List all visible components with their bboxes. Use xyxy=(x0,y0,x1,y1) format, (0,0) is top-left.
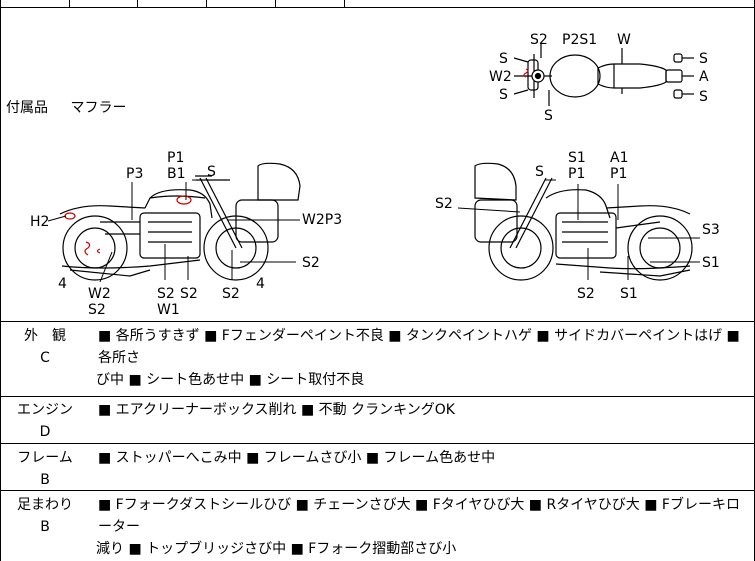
section-notes: ■ Fフォークダストシールひび ■ チェーンさび大 ■ Fタイヤひび大 ■ Rタ… xyxy=(96,494,749,560)
callout: S2 xyxy=(530,32,548,48)
notes-line: ■ Fフォークダストシールひび ■ チェーンさび大 ■ Fタイヤひび大 ■ Rタ… xyxy=(98,497,740,535)
callout: P1 xyxy=(610,166,627,182)
section-notes: ■ ストッパーへこみ中 ■ フレームさび小 ■ フレーム色あせ中 xyxy=(98,447,749,469)
callout: P3 xyxy=(126,166,143,182)
callout: S xyxy=(499,51,508,67)
section-grade: B xyxy=(40,472,50,488)
right-side-leader-lines xyxy=(457,179,700,280)
callout: W2P3 xyxy=(302,212,342,228)
left-side-damage-marks xyxy=(64,195,192,256)
callout: S xyxy=(544,108,553,124)
notes-line: ■ ストッパーへこみ中 ■ フレームさび小 ■ フレーム色あせ中 xyxy=(98,450,496,466)
callout: S2 xyxy=(435,196,453,212)
callout: S2 xyxy=(222,286,240,302)
right-side-motorcycle xyxy=(474,162,693,281)
callout: W xyxy=(617,32,631,48)
section-notes: ■ 各所うすきず ■ Fフェンダーペイント不良 ■ タンクペイントハゲ ■ サイ… xyxy=(96,325,749,391)
callout: S1 xyxy=(702,255,720,271)
section-name: エンジン xyxy=(17,402,73,418)
divider xyxy=(0,396,755,397)
callout: S3 xyxy=(702,222,720,238)
section-label: フレーム B xyxy=(0,447,90,491)
callout: A xyxy=(699,69,709,85)
callout: S xyxy=(699,89,708,105)
callout: S xyxy=(699,51,708,67)
top-view-motorcycle xyxy=(513,44,694,106)
notes-line: ■ エアクリーナーボックス削れ ■ 不動 クランキングOK xyxy=(98,402,455,418)
callout: B1 xyxy=(167,166,186,182)
section-grade: C xyxy=(40,350,50,366)
divider xyxy=(0,490,755,491)
left-border xyxy=(0,321,1,561)
accessory-value: マフラー xyxy=(70,100,127,116)
callout: A1 xyxy=(610,150,628,166)
callout: P1 xyxy=(568,166,585,182)
callout: P1 xyxy=(167,150,184,166)
callout: S1 xyxy=(620,286,638,302)
notes-line: ■ 各所うすきず ■ Fフェンダーペイント不良 ■ タンクペイントハゲ ■ サイ… xyxy=(98,328,740,366)
section-name: 足まわり xyxy=(17,497,73,513)
callout: 4 xyxy=(256,276,265,292)
section-grade: D xyxy=(39,424,51,440)
callout: S2 xyxy=(88,302,106,318)
top-table-edge xyxy=(0,0,755,8)
callout: S xyxy=(499,87,508,103)
section-name: フレーム xyxy=(17,450,73,466)
callout: W1 xyxy=(157,302,180,318)
callout: P2S1 xyxy=(562,32,597,48)
section-label: 足まわり B xyxy=(0,494,90,538)
notes-line: 減り ■ トップブリッジさび中 ■ Fフォーク摺動部さび小 xyxy=(96,541,457,557)
damage-diagram-area: 付属品 マフラー xyxy=(0,8,755,321)
left-side-motorcycle xyxy=(59,162,301,281)
section-notes: ■ エアクリーナーボックス削れ ■ 不動 クランキングOK xyxy=(98,399,749,421)
left-side-leader-lines xyxy=(47,179,300,283)
callout: S2 xyxy=(302,255,320,271)
section-label: 外 観 C xyxy=(0,325,90,369)
callout: W2 xyxy=(489,69,512,85)
callout: S xyxy=(535,164,544,180)
callout: S2 xyxy=(577,286,595,302)
top-view-damage-marks xyxy=(523,68,529,78)
motorcycle-diagrams: S2 P2S1 W S W2 S S S A S xyxy=(0,8,755,321)
section-label: エンジン D xyxy=(0,399,90,443)
notes-line: び中 ■ シート色あせ中 ■ シート取付不良 xyxy=(96,372,365,388)
section-name: 外 観 xyxy=(24,328,66,344)
callout: H2 xyxy=(30,214,49,230)
callout: W2 xyxy=(88,286,111,302)
callout: S2 xyxy=(157,286,175,302)
divider xyxy=(0,321,755,322)
callout: S1 xyxy=(568,150,586,166)
accessory-row: 付属品 マフラー xyxy=(6,97,126,117)
callout: S xyxy=(207,164,216,180)
accessory-label: 付属品 xyxy=(6,100,48,116)
divider xyxy=(0,443,755,444)
callout: 4 xyxy=(58,276,67,292)
section-grade: B xyxy=(40,519,50,535)
callout: S2 xyxy=(180,286,198,302)
